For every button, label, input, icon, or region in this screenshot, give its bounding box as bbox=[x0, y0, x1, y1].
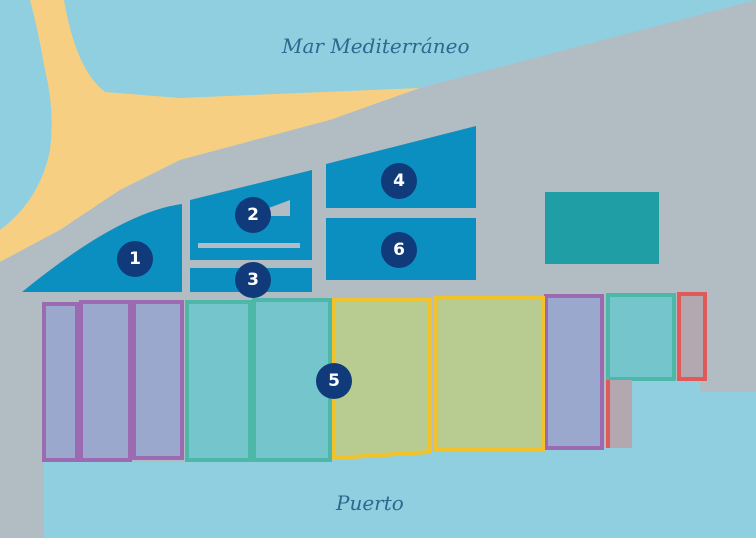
sea-label: Mar Mediterráneo bbox=[282, 34, 470, 58]
building-2-divider bbox=[198, 243, 300, 248]
berth-purple-1[interactable] bbox=[42, 302, 79, 462]
marker-5[interactable]: 5 bbox=[316, 363, 352, 399]
marker-6[interactable]: 6 bbox=[381, 232, 417, 268]
berth-green-3[interactable] bbox=[606, 293, 676, 381]
berth-yellow-2[interactable] bbox=[433, 296, 545, 452]
marker-4[interactable]: 4 bbox=[381, 163, 417, 199]
red-berths bbox=[606, 292, 707, 448]
teal-block[interactable] bbox=[545, 192, 659, 264]
berth-yellow-1[interactable] bbox=[332, 298, 432, 461]
berth-green-1[interactable] bbox=[185, 300, 252, 462]
berth-purple-2[interactable] bbox=[79, 300, 132, 462]
berth-red-2[interactable] bbox=[608, 380, 632, 448]
marker-2[interactable]: 2 bbox=[235, 197, 271, 233]
yellow-berths bbox=[332, 296, 545, 461]
berth-red-1[interactable] bbox=[677, 292, 707, 381]
beach-area bbox=[0, 0, 420, 262]
marker-1[interactable]: 1 bbox=[117, 241, 153, 277]
port-label: Puerto bbox=[336, 491, 404, 515]
purple-berths bbox=[42, 294, 604, 462]
marker-3[interactable]: 3 bbox=[235, 262, 271, 298]
berth-purple-4[interactable] bbox=[544, 294, 604, 450]
berth-purple-3[interactable] bbox=[132, 300, 184, 460]
